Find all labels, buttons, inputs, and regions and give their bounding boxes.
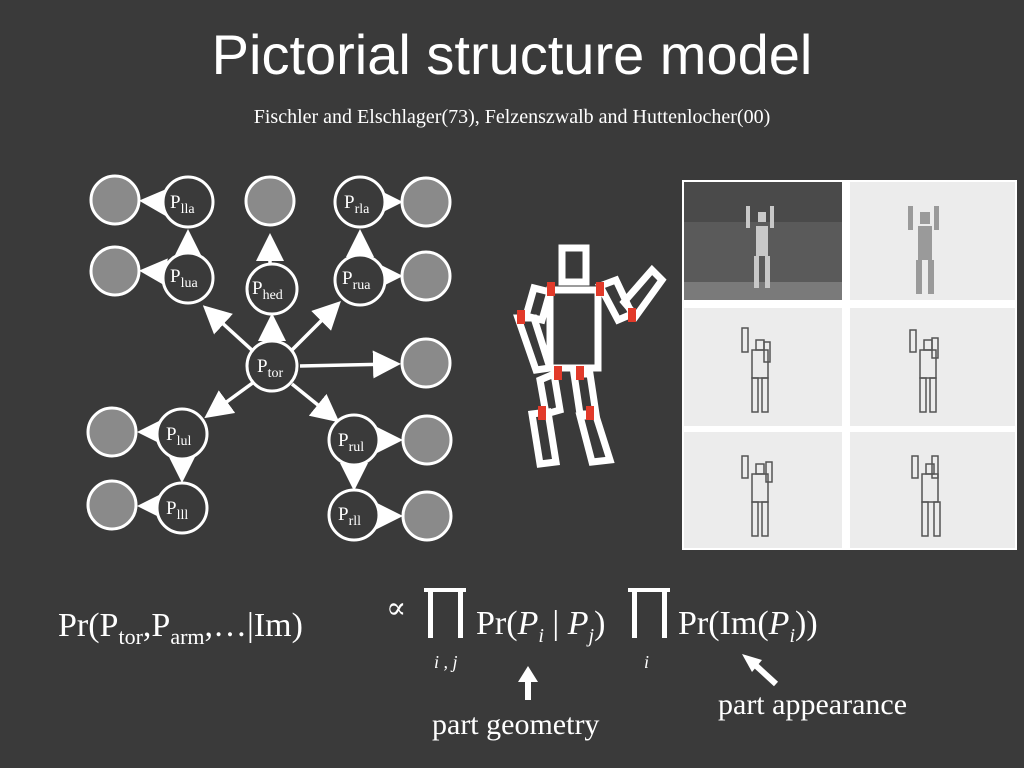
geometry-arrow-shaft (525, 680, 531, 700)
annotation-part-geometry: part geometry (432, 708, 599, 741)
edge-lla-leaf (139, 188, 168, 217)
product-2-subscript: i (644, 652, 649, 672)
leaf-node-hed (244, 175, 296, 227)
product-symbol-2 (628, 588, 670, 638)
part-node-rll (327, 488, 381, 542)
part-node-hed (245, 262, 299, 316)
edge-tor-rul (290, 382, 340, 423)
edge-lua-leaf (139, 258, 168, 287)
figure-torso (546, 286, 602, 372)
edge-tor-rua (288, 301, 341, 354)
part-node-lll (155, 481, 209, 535)
part-node-rla (333, 175, 387, 229)
label-lul: Plul (166, 424, 191, 449)
appearance-arrow-head (742, 654, 762, 672)
label-tor: Ptor (257, 356, 283, 381)
figure-left-lower-arm (513, 314, 555, 374)
label-rla: Prla (344, 192, 370, 217)
leaf-node-lul (86, 406, 138, 458)
equation-term-appearance: Pr(Im(Pi)) (678, 605, 818, 647)
edge-tor-lul (204, 380, 256, 419)
leaf-node-tor (400, 337, 452, 389)
stick-figure (513, 244, 667, 468)
part-node-rul (327, 413, 381, 467)
pose-panel-2 (850, 308, 1015, 426)
figure-left-upper-leg (536, 369, 564, 419)
equation-lhs: Pr(Ptor,Parm,…|Im) (58, 607, 303, 649)
edge-tor-right (299, 350, 401, 379)
joint-markers (517, 282, 636, 420)
pose-panel-3 (684, 432, 842, 548)
part-node-lua (161, 251, 215, 305)
label-hed: Phed (252, 278, 283, 303)
part-node-rua (333, 253, 387, 307)
label-lla: Plla (170, 192, 195, 217)
leaf-node-rla (400, 176, 452, 228)
leaf-node-lla (89, 174, 141, 226)
geometry-arrow-head (518, 666, 538, 682)
product-1-subscript: i , j (434, 652, 458, 672)
slide-title: Pictorial structure model (211, 23, 813, 86)
leaf-node-rua (400, 250, 452, 302)
pose-panel-4 (850, 432, 1015, 548)
equation: Pr(Ptor,Parm,…|Im) ∝ i , j Pr(Pi | Pj) i… (58, 588, 818, 672)
part-node-lla (161, 175, 215, 229)
equation-proportional-symbol: ∝ (386, 592, 406, 625)
leaf-node-rul (401, 414, 453, 466)
leaf-node-lua (89, 245, 141, 297)
label-rul: Prul (338, 430, 364, 455)
label-lll: Plll (166, 498, 188, 523)
label-lua: Plua (170, 266, 198, 291)
result-panels (682, 180, 1017, 550)
part-node-lul (155, 407, 209, 461)
figure-head (558, 244, 590, 286)
product-symbol-1 (424, 588, 466, 638)
equation-term-geometry: Pr(Pi | Pj) (476, 605, 605, 647)
leaf-node-lll (86, 479, 138, 531)
pose-panel-1 (684, 308, 842, 426)
label-rll: Prll (338, 504, 361, 529)
part-node-tor (245, 339, 299, 393)
slide-citation: Fischler and Elschlager(73), Felzenszwal… (253, 106, 771, 128)
figure-right-lower-leg (575, 412, 615, 466)
leaf-node-rll (401, 490, 453, 542)
edge-tor-lua (202, 305, 256, 354)
label-rua: Prua (342, 268, 371, 293)
annotation-part-appearance: part appearance (718, 688, 907, 721)
